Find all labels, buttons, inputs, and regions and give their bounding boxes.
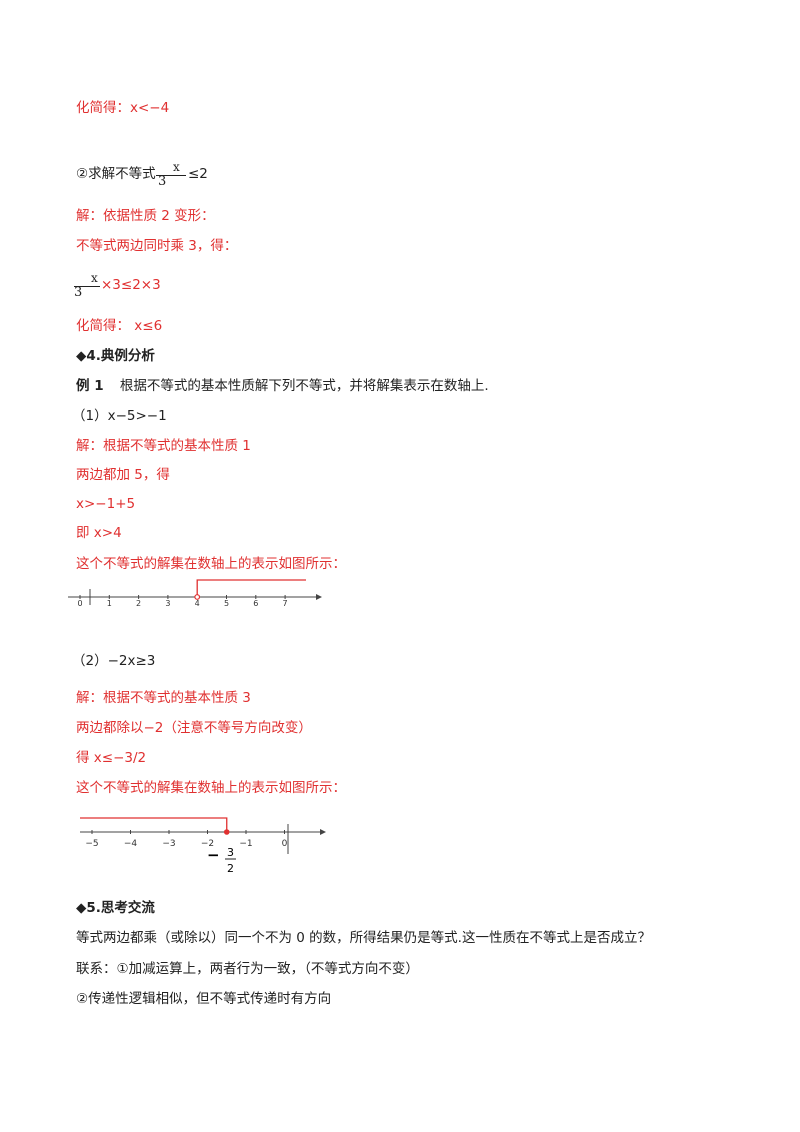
tick-label: −1	[239, 839, 252, 849]
question-2: （2）−2x≥3	[72, 653, 156, 669]
tick-label: 5	[224, 599, 229, 608]
q1-step-3: x>−1+5	[76, 496, 136, 512]
q2-step-1: 解：根据不等式的基本性质 3	[76, 690, 251, 706]
axis-arrow	[320, 829, 326, 835]
question-1: （1）x−5>−1	[72, 408, 167, 424]
number-line-2: −5 −4 −3 −2 −1 0 − 3 2	[80, 817, 326, 875]
boundary-label-denominator: 2	[227, 862, 234, 875]
fraction-numerator: x	[173, 160, 180, 174]
fraction-denominator: 3	[158, 174, 167, 189]
tick-label: 4	[195, 599, 200, 608]
tick-label: −2	[201, 839, 214, 849]
tick-label: −3	[162, 839, 175, 849]
q1-step-4: 即 x>4	[76, 525, 122, 541]
tick-labels: 0 1 2 3 4 5 6 7	[77, 595, 288, 608]
fraction-bar	[156, 175, 186, 176]
boundary-label-sign: −	[207, 846, 220, 864]
solution-2-step-2: 不等式两边同时乘 3，得：	[76, 238, 238, 254]
think-paragraph-3: ②传递性逻辑相似，但不等式传递时有方向	[76, 991, 332, 1007]
tick-labels: −5 −4 −3 −2 −1 0	[85, 830, 288, 849]
simplify-result-1: 化简得：x<−4	[76, 100, 170, 116]
fraction-denominator: 3	[74, 285, 83, 300]
open-boundary-point	[194, 594, 201, 600]
tick-label: −4	[124, 839, 138, 849]
example-text: 根据不等式的基本性质解下列不等式，并将解集表示在数轴上.	[119, 378, 489, 394]
solution-ray	[196, 579, 306, 597]
tick-label: 0	[282, 839, 288, 849]
solution-2-step-1: 解：依据性质 2 变形：	[76, 208, 215, 224]
tick-label: −5	[85, 839, 98, 849]
boundary-label-numerator: 3	[227, 846, 234, 859]
section-5-heading: ◆5.思考交流	[76, 900, 155, 916]
axis-arrow	[316, 594, 322, 600]
solution-ray	[80, 817, 228, 832]
q1-step-1: 解：根据不等式的基本性质 1	[76, 438, 251, 454]
example-1: 例 1 根据不等式的基本性质解下列不等式，并将解集表示在数轴上.	[76, 377, 489, 395]
tick-label: 1	[107, 599, 112, 608]
q1-step-5: 这个不等式的解集在数轴上的表示如图所示：	[76, 556, 346, 572]
tick-label: 7	[283, 599, 288, 608]
tick-label: 3	[165, 599, 170, 608]
q2-step-3: 得 x≤−3/2	[76, 750, 147, 766]
solution-2-expression: ×3≤2×3	[101, 277, 161, 293]
think-paragraph-1: 等式两边都乘（或除以）同一个不为 0 的数，所得结果仍是等式.这一性质在不等式上…	[76, 930, 651, 946]
example-label: 例 1	[76, 378, 104, 394]
number-line-1: 0 1 2 3 4 5 6 7	[68, 579, 322, 608]
tick-label: 6	[253, 599, 258, 608]
tick-label: 2	[136, 599, 141, 608]
section-4-heading: ◆4.典例分析	[76, 348, 155, 364]
q2-step-4: 这个不等式的解集在数轴上的表示如图所示：	[76, 780, 346, 796]
think-paragraph-2: 联系：①加减运算上，两者行为一致，（不等式方向不变）	[76, 961, 419, 977]
tick-label: 0	[77, 599, 82, 608]
q2-step-2: 两边都除以−2（注意不等号方向改变）	[76, 720, 312, 736]
problem-2-prefix: ②求解不等式	[76, 166, 156, 182]
closed-boundary-point	[223, 829, 230, 835]
simplify-result-2: 化简得： x≤6	[76, 318, 163, 334]
fraction-bar	[74, 286, 100, 287]
fraction-numerator: x	[91, 271, 98, 285]
problem-2-suffix: ≤2	[188, 166, 208, 182]
q1-step-2: 两边都加 5，得	[76, 467, 170, 483]
